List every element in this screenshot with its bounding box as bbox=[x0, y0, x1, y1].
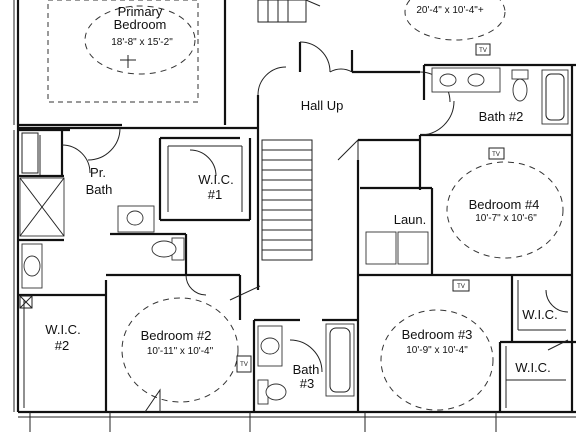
wic-right: W.I.C. W.I.C. bbox=[498, 275, 569, 412]
wic-1: W.I.C. #1 bbox=[158, 136, 252, 222]
primary-bath-name-2: Bath bbox=[86, 182, 113, 197]
primary-bedroom-dims: 18'-8" x 15'-2" bbox=[111, 37, 173, 48]
bath-3-name-1: Bath bbox=[293, 362, 320, 377]
bedroom-2-name: Bedroom #2 bbox=[141, 328, 212, 343]
bedroom-top-right-dims: 20'-4" x 10'-4"+ bbox=[416, 5, 484, 16]
bedroom-3-dims: 10'-9" x 10'-4" bbox=[406, 345, 468, 356]
laundry-name: Laun. bbox=[394, 212, 427, 227]
stairs bbox=[261, 139, 313, 261]
primary-bath: Pr. Bath bbox=[18, 127, 188, 289]
primary-bedroom-name-1: Primary bbox=[118, 4, 163, 19]
primary-bath-name-1: Pr. bbox=[90, 165, 106, 180]
tv-tag-top: TV bbox=[479, 48, 487, 54]
bath-3: Bath #3 bbox=[254, 275, 360, 412]
bedroom-4-dims: 10'-7" x 10'-6" bbox=[475, 213, 537, 224]
laundry: Laun. TV bbox=[358, 212, 500, 292]
bath-2-name: Bath #2 bbox=[479, 109, 524, 124]
wic-right-lower-name: W.I.C. bbox=[515, 360, 550, 375]
bath-3-name-2: #3 bbox=[300, 376, 314, 391]
wic-2-name-2: #2 bbox=[55, 338, 69, 353]
hall-name: Hall Up bbox=[301, 98, 344, 113]
exterior-walls bbox=[13, 0, 576, 418]
wic-1-name-2: #1 bbox=[208, 187, 222, 202]
bedroom-3-name: Bedroom #3 bbox=[402, 327, 473, 342]
wic-right-upper-name: W.I.C. bbox=[522, 307, 557, 322]
bedroom-4-name: Bedroom #4 bbox=[469, 197, 540, 212]
bottom-windows bbox=[29, 412, 497, 432]
primary-bedroom: Primary Bedroom 18'-8" x 15'-2" bbox=[18, 0, 258, 130]
tv-tag-laundry: TV bbox=[457, 284, 465, 290]
tv-tag-bedroom2: TV bbox=[240, 362, 248, 368]
primary-bedroom-name-2: Bedroom bbox=[114, 17, 167, 32]
top-closet bbox=[257, 0, 354, 73]
bedroom-2: Bedroom #2 10'-11" x 10'-4" TV bbox=[106, 273, 261, 413]
wic-2-name-1: W.I.C. bbox=[45, 322, 80, 337]
hall: Hall Up bbox=[256, 66, 344, 290]
wic-2: W.I.C. #2 bbox=[18, 280, 108, 412]
bath-2: Bath #2 bbox=[419, 65, 572, 137]
bedroom-2-dims: 10'-11" x 10'-4" bbox=[147, 346, 214, 357]
tv-tag-bedroom4: TV bbox=[492, 152, 500, 158]
wic-1-name-1: W.I.C. bbox=[198, 172, 233, 187]
